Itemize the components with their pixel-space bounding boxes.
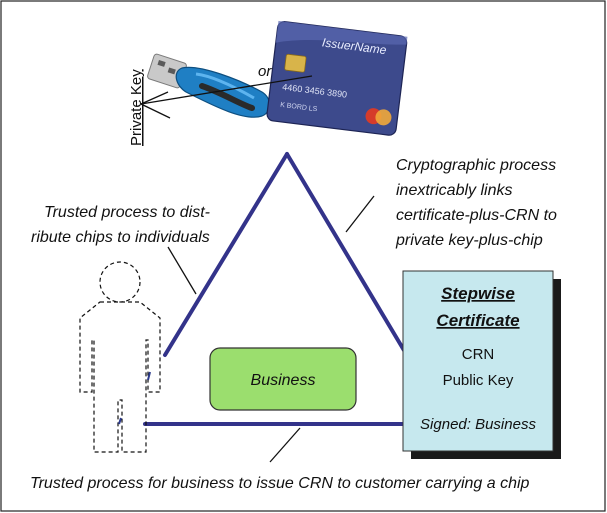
bottom-caption: Trusted process for business to issue CR… [30, 475, 530, 492]
crypto-line-3: certificate-plus-CRN to [396, 207, 557, 224]
smart-card-icon: IssuerName 4460 3456 3890 K BORD LS [266, 20, 408, 136]
business-box: Business [209, 347, 357, 411]
certificate-field-crn: CRN [462, 346, 495, 363]
private-key-pointers [140, 75, 313, 119]
trusted-chip-line-1: Trusted process to dist- [44, 204, 210, 221]
crypto-line-4: private key-plus-chip [395, 232, 543, 249]
usb-token-icon [147, 53, 271, 118]
private-key-label: Private Key [128, 69, 145, 146]
card-logo-yellow [375, 109, 392, 126]
crypto-line-2: inextricably links [396, 182, 512, 199]
trust-triangle [143, 152, 407, 426]
trusted-chip-line-2: ribute chips to individuals [31, 229, 210, 246]
certificate-field-public-key: Public Key [443, 372, 514, 389]
card-holder: K BORD LS [280, 102, 318, 114]
certificate-box [402, 270, 554, 452]
certificate-title-line-1: Stepwise [441, 284, 515, 303]
certificate-signed: Signed: Business [420, 416, 536, 433]
certificate-title-line-2: Certificate [436, 311, 519, 330]
callout-lines [167, 195, 375, 463]
person-hand-marks [118, 371, 151, 425]
or-label: or [258, 63, 272, 80]
business-label: Business [251, 372, 316, 389]
crypto-line-1: Cryptographic process [396, 157, 556, 174]
card-chip-icon [284, 53, 307, 73]
person-outline-icon [79, 261, 161, 453]
